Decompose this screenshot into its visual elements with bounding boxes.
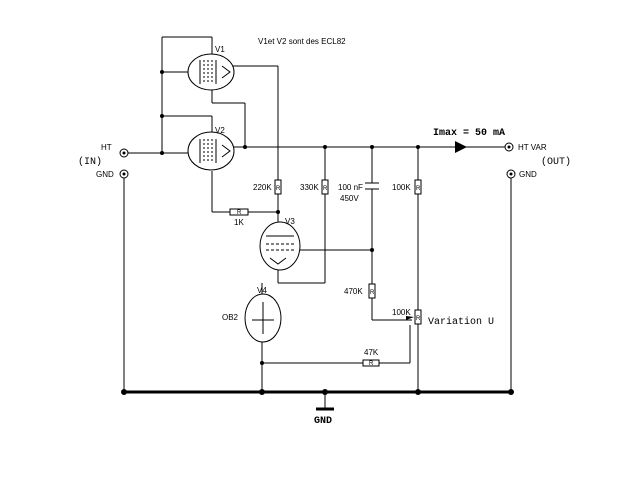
resistor-1k [229, 208, 249, 216]
label-470k: 470K [344, 287, 363, 296]
resistor-100k-top [414, 179, 422, 195]
label-v4: V4 [257, 286, 267, 295]
label-ob2: OB2 [222, 313, 239, 322]
r-symbol-pot: R [416, 316, 421, 322]
tube-v2 [187, 131, 235, 171]
label-220k: 220K [253, 183, 272, 192]
r-symbol-47k: R [369, 361, 374, 367]
potentiometer-100k [406, 309, 422, 325]
r-symbol-1k: R [237, 210, 242, 216]
label-v2: V2 [215, 126, 225, 135]
label-47k: 47K [364, 348, 379, 357]
junction-dots [121, 70, 514, 395]
tube-v3 [259, 221, 301, 271]
terminal-gnd-out [506, 169, 516, 179]
tube-note: V1et V2 sont des ECL82 [258, 37, 346, 46]
tube-v4-ob2 [244, 293, 282, 343]
label-100nf: 100 nF [338, 183, 363, 192]
terminal-ht-in [119, 148, 129, 158]
resistor-47k [362, 359, 380, 367]
r-symbol-470k: R [370, 290, 375, 296]
label-450v: 450V [340, 194, 359, 203]
r-symbol-100k: R [416, 186, 421, 192]
label-gnd-main: GND [314, 416, 332, 427]
r-symbol-220k: R [276, 186, 281, 192]
label-100k-top: 100K [392, 183, 411, 192]
label-ht-in: HT [101, 143, 112, 152]
label-v3: V3 [285, 217, 295, 226]
label-330k: 330K [300, 183, 319, 192]
label-ht-var: HT VAR [518, 143, 547, 152]
tube-v1 [187, 53, 235, 91]
label-gnd-in: GND [96, 170, 114, 179]
label-v1: V1 [215, 45, 225, 54]
label-variation-u: Variation U [428, 316, 494, 328]
label-out: (OUT) [541, 156, 571, 168]
wiring [123, 36, 512, 411]
resistor-220k [274, 179, 282, 195]
resistor-470k [368, 283, 376, 299]
label-in: (IN) [78, 156, 102, 168]
terminal-ht-out [504, 142, 514, 152]
imax-label: Imax = 50 mA [433, 128, 505, 139]
label-1k: 1K [234, 218, 244, 227]
resistor-330k [321, 179, 329, 195]
label-gnd-out: GND [519, 170, 537, 179]
r-symbol-330k: R [323, 186, 328, 192]
current-arrow-icon [455, 141, 467, 153]
capacitor-100nf [365, 182, 379, 190]
terminal-gnd-in [119, 169, 129, 179]
label-pot-100k: 100K [392, 308, 411, 317]
